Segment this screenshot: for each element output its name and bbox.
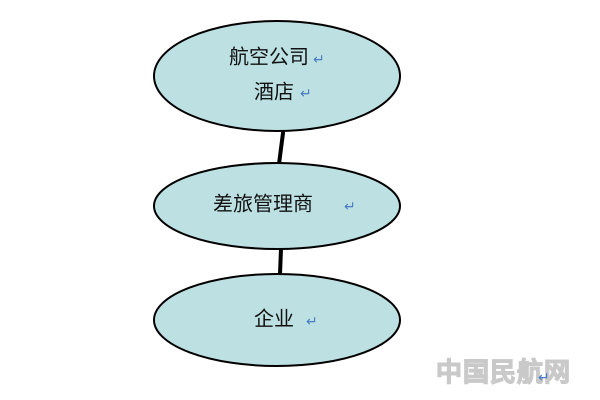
node-label: 差旅管理商 bbox=[213, 192, 313, 216]
node-airline-hotel: 航空公司 ↵ 酒店 ↵ bbox=[153, 20, 401, 132]
return-mark: ↵ bbox=[538, 370, 550, 386]
node-travel-management: 差旅管理商 ↵ bbox=[153, 162, 401, 250]
return-mark: ↵ bbox=[344, 199, 356, 215]
node-ellipse bbox=[153, 162, 401, 250]
node-ellipse bbox=[153, 20, 401, 132]
edge-middle-bottom bbox=[278, 247, 283, 276]
node-label: 企业 bbox=[254, 307, 294, 331]
node-enterprise: 企业 ↵ bbox=[153, 273, 401, 367]
node-label-line-2: 酒店 bbox=[254, 80, 294, 104]
edge-top-middle bbox=[277, 131, 285, 166]
node-ellipse bbox=[153, 273, 401, 367]
return-mark: ↵ bbox=[306, 314, 318, 330]
return-mark: ↵ bbox=[300, 86, 312, 102]
node-label-line-1: 航空公司 bbox=[229, 45, 309, 69]
watermark: 中国民航网 bbox=[436, 357, 571, 388]
return-mark: ↵ bbox=[313, 52, 325, 68]
